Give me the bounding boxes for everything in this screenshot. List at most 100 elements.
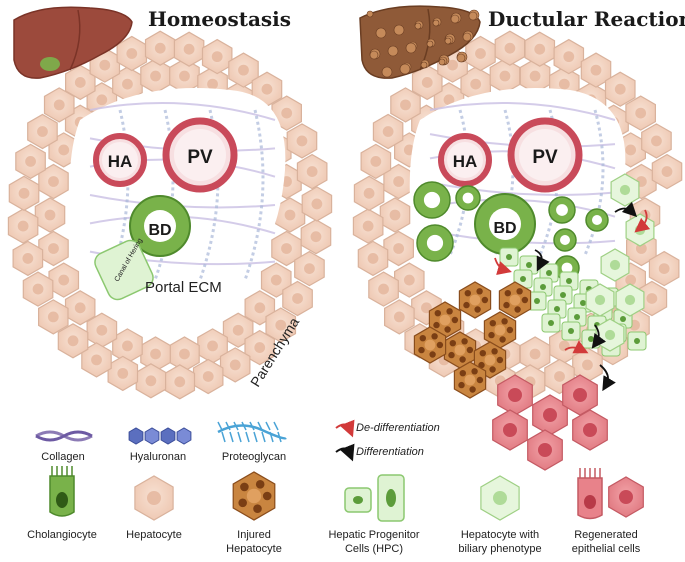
- hepatocyte-cell: [38, 230, 69, 267]
- hepatocyte-cell: [173, 31, 205, 67]
- hepatocyte-cell: [480, 475, 520, 521]
- ductular-reaction-panel: HA PV BD: [352, 30, 683, 471]
- pv-label-right: PV: [532, 147, 558, 168]
- liver-nodule: [405, 42, 417, 54]
- hpc-cell: [627, 331, 647, 351]
- liver-nodule: [438, 58, 446, 66]
- ecm-legend: Collagen Hyaluronan Proteoglycan: [35, 421, 287, 463]
- arrow-legend: De-differentiation Differentiation: [335, 419, 440, 462]
- reactive-ducts: [413, 181, 609, 281]
- hepatocyte-cell: [64, 64, 96, 101]
- hepatocyte-cell: [201, 38, 233, 75]
- hpc-cell: [527, 291, 547, 311]
- regenerated-cell: [562, 374, 598, 416]
- liver-nodule: [468, 11, 478, 21]
- cholangiocyte-icon: [49, 466, 75, 517]
- injured-hepatocyte-cell: [428, 301, 462, 339]
- hepatocyte-cell: [641, 123, 672, 159]
- hepatocyte-cell: [353, 175, 385, 211]
- liver-nodule: [414, 22, 422, 30]
- hepatocyte-cell: [604, 71, 636, 107]
- hepatocyte-cell: [27, 113, 58, 150]
- hepatocyte-cell: [48, 262, 80, 298]
- reactive-duct: [548, 196, 576, 224]
- transition-arrows: [494, 201, 651, 392]
- hepatocyte-cell: [12, 240, 44, 277]
- biliary-label-1: Hepatocyte with: [461, 529, 539, 541]
- hepatocyte-cell: [282, 280, 313, 317]
- regenerated-label-2: epithelial cells: [572, 543, 641, 555]
- hyaluronan-icon: [128, 427, 192, 445]
- liver-nodule: [450, 14, 460, 24]
- bile-duct-right: BD: [474, 193, 536, 255]
- hepatocyte-cell: [384, 299, 415, 335]
- hepatic-artery-right: HA: [438, 133, 492, 187]
- hpc-label-2: Cells (HPC): [345, 543, 403, 555]
- liver-nodule: [426, 40, 434, 48]
- proteoglycan-icon: [217, 421, 287, 443]
- hpc-cell: [561, 321, 581, 341]
- cirrhotic-liver-icon: [359, 5, 481, 79]
- regenerated-cell: [492, 409, 528, 451]
- hepatocyte-cell: [651, 153, 683, 190]
- hepatocyte-cell: [37, 299, 69, 335]
- hepatocyte-icon: [134, 475, 174, 521]
- biliary-hepatocyte-icon: [480, 475, 520, 521]
- injured-hepatocyte-cell: [483, 311, 517, 349]
- cholangiocyte-label: Cholangiocyte: [27, 529, 97, 541]
- hepatocyte-cell: [390, 87, 421, 123]
- hepatocyte-cell: [192, 358, 224, 395]
- hpc-cell: [541, 313, 561, 333]
- hepatocyte-cell: [64, 290, 96, 326]
- hepatocyte-cell: [615, 283, 645, 317]
- hepatocyte-cell: [368, 271, 399, 307]
- liver-nodule: [462, 32, 472, 42]
- cell-legend: Cholangiocyte Hepatocyte Injured Hepatoc…: [27, 466, 644, 555]
- liver-nodule: [387, 45, 399, 57]
- regenerated-cells-icon: [577, 468, 644, 520]
- hepatocyte-cell: [394, 262, 425, 298]
- hepatocyte-cell: [572, 347, 603, 383]
- collagen-icon: [35, 430, 93, 442]
- hepatocyte-cell: [260, 262, 292, 298]
- hepatocyte-cell: [301, 186, 333, 222]
- hepatocyte-cell: [57, 323, 89, 359]
- hepatocyte-cell: [357, 240, 389, 277]
- hepatocyte-cell: [15, 143, 46, 180]
- liver-nodule: [369, 50, 379, 60]
- proteoglycan-label: Proteoglycan: [222, 451, 286, 463]
- hepatocyte-cell: [636, 280, 668, 317]
- liver-nodule: [393, 24, 405, 36]
- homeostasis-panel: HA PV BD Canal of Hering Portal ECM Pare…: [7, 30, 333, 400]
- ha-label: HA: [108, 152, 133, 171]
- biliary-label-2: biliary phenotype: [458, 543, 541, 555]
- liver-nodule: [432, 19, 440, 27]
- injured-hepatocyte-cell: [458, 281, 492, 319]
- hepatocyte-ring-left: [7, 30, 333, 400]
- dedifferentiation-label: De-differentiation: [356, 422, 440, 434]
- injured-hepatocyte-cluster: [413, 281, 532, 399]
- injured-hepatocyte-cell: [232, 471, 276, 521]
- hepatic-artery-left: HA: [93, 133, 147, 187]
- hepatocyte-cell: [134, 475, 174, 521]
- hepatocyte-cell: [352, 208, 384, 244]
- hepatocyte-cell: [489, 58, 521, 94]
- hpc-label-1: Hepatic Progenitor: [328, 529, 419, 541]
- hepatocyte-cell: [34, 197, 66, 233]
- injured-hepatocyte-icon: [232, 471, 276, 521]
- portal-ecm-label: Portal ECM: [145, 279, 222, 296]
- liver-nodule: [456, 53, 466, 63]
- hepatocyte-cell: [625, 95, 657, 131]
- hepatocyte-label: Hepatocyte: [126, 529, 182, 541]
- liver-nodules: [366, 9, 480, 78]
- hyaluronan-label: Hyaluronan: [130, 451, 186, 463]
- bd-label-right: BD: [493, 220, 516, 237]
- regenerated-cells-cluster: [492, 374, 608, 471]
- liver-nodule: [420, 61, 428, 69]
- collagen-label: Collagen: [41, 451, 84, 463]
- hpc-icon: [344, 474, 405, 522]
- hepatocyte-cell: [580, 52, 612, 88]
- hepatocyte-cell: [169, 336, 200, 372]
- hepatocyte-cell: [228, 52, 259, 88]
